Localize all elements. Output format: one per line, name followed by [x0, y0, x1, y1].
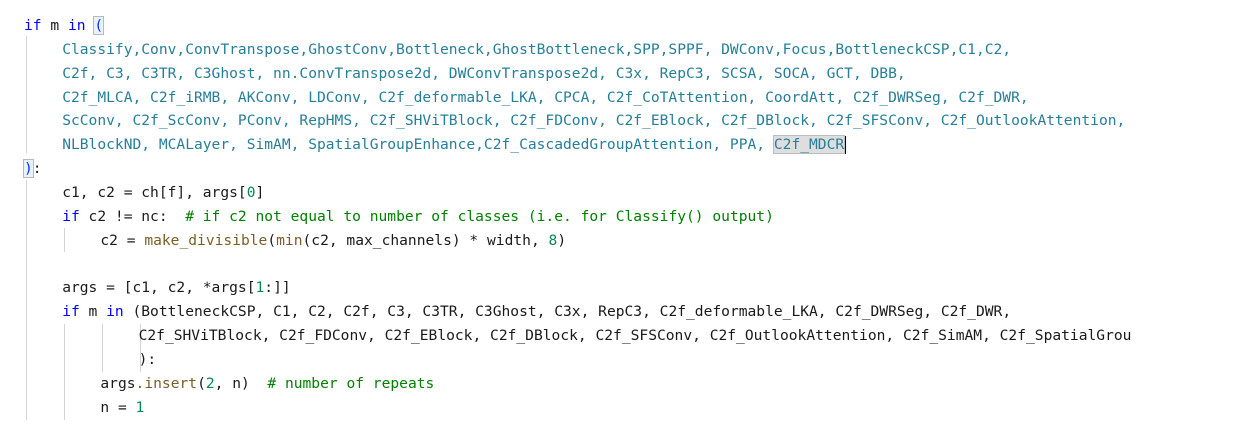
code-line[interactable]: args = [c1, c2, *args[1:]]: [62, 276, 290, 299]
code-token: n =: [100, 398, 136, 416]
code-token: C2f, C3, C3TR, C3Ghost, nn.ConvTranspose…: [62, 64, 906, 82]
code-token: 1: [135, 398, 145, 416]
code-token: :: [32, 160, 42, 178]
code-line[interactable]: ):: [23, 157, 42, 180]
code-token: min: [276, 231, 303, 249]
code-token: if: [62, 303, 80, 321]
code-token: c1, c2 = ch[f], args[: [62, 183, 247, 201]
code-line[interactable]: if m in (: [24, 14, 105, 37]
code-token: args: [100, 374, 136, 392]
code-token: (: [93, 16, 105, 35]
code-token: m: [50, 17, 60, 34]
code-token: C2f_MDCR: [772, 135, 846, 155]
indent-guide-inner-4: [140, 324, 141, 372]
code-token: , n): [214, 374, 268, 392]
text-cursor: [844, 136, 846, 155]
code-token: if: [62, 207, 80, 225]
code-line[interactable]: C2f_MLCA, C2f_iRMB, AKConv, LDConv, C2f_…: [62, 86, 1028, 109]
code-token: ScConv, C2f_ScConv, PConv, RepHMS, C2f_S…: [62, 112, 1126, 130]
code-token: C2f_MLCA, C2f_iRMB, AKConv, LDConv, C2f_…: [62, 88, 1029, 106]
code-line[interactable]: args.insert(2, n) # number of repeats: [100, 372, 434, 395]
code-token: m: [79, 303, 107, 321]
code-line[interactable]: C2f_SHViTBlock, C2f_FDConv, C2f_EBlock, …: [139, 324, 1132, 347]
code-line[interactable]: c1, c2 = ch[f], args[0]: [62, 181, 264, 204]
code-token: c2 != nc:: [79, 207, 186, 225]
code-line[interactable]: ):: [139, 348, 157, 371]
indent-guide-block-2: [26, 180, 27, 420]
code-token: ]: [255, 183, 265, 201]
code-token: args = [c1, c2, *args[: [62, 279, 256, 297]
code-token: if: [24, 17, 42, 34]
code-token: in: [106, 303, 124, 321]
code-token: # if c2 not equal to number of classes (…: [185, 207, 774, 225]
code-line[interactable]: C2f, C3, C3TR, C3Ghost, nn.ConvTranspose…: [62, 62, 905, 85]
code-token: 1: [255, 279, 265, 297]
code-line[interactable]: if m in (BottleneckCSP, C1, C2, C2f, C3,…: [62, 300, 1011, 323]
indent-guide-block-1: [26, 36, 27, 153]
indent-guide-inner-3: [102, 324, 103, 372]
code-token: (c2, max_channels) * width,: [302, 231, 549, 249]
code-token: c2 =: [100, 231, 145, 249]
code-token: 0: [246, 183, 256, 201]
code-token: C2f_SHViTBlock, C2f_FDConv, C2f_EBlock, …: [138, 327, 1132, 345]
code-token: 8: [548, 231, 558, 249]
code-token: .insert: [135, 374, 198, 392]
indent-guide-inner-2: [64, 324, 65, 420]
code-token: (: [197, 374, 206, 392]
code-token: Classify,Conv,ConvTranspose,GhostConv,Bo…: [62, 40, 1012, 58]
code-line[interactable]: ScConv, C2f_ScConv, PConv, RepHMS, C2f_S…: [62, 109, 1125, 132]
code-token: NLBlockND, MCALayer, SimAM, SpatialGroup…: [62, 136, 774, 154]
code-token: :]]: [264, 279, 291, 297]
code-line[interactable]: c2 = make_divisible(min(c2, max_channels…: [100, 229, 566, 252]
indent-guide-inner-1: [64, 228, 65, 252]
code-token: make_divisible: [144, 231, 268, 249]
code-line[interactable]: n = 1: [100, 396, 144, 419]
code-token: ): [557, 231, 567, 249]
code-token: ): [23, 159, 34, 179]
code-token: [59, 17, 68, 34]
code-token: (BottleneckCSP, C1, C2, C2f, C3, C3TR, C…: [123, 303, 1012, 321]
code-token: in: [67, 17, 86, 34]
code-token: ):: [138, 350, 157, 368]
code-line[interactable]: if c2 != nc: # if c2 not equal to number…: [62, 205, 774, 228]
code-line[interactable]: Classify,Conv,ConvTranspose,GhostConv,Bo…: [62, 38, 1011, 61]
code-token: 2: [205, 374, 215, 392]
code-line[interactable]: NLBlockND, MCALayer, SimAM, SpatialGroup…: [62, 133, 846, 156]
code-token: # number of repeats: [267, 374, 435, 392]
code-token: (: [267, 231, 277, 249]
